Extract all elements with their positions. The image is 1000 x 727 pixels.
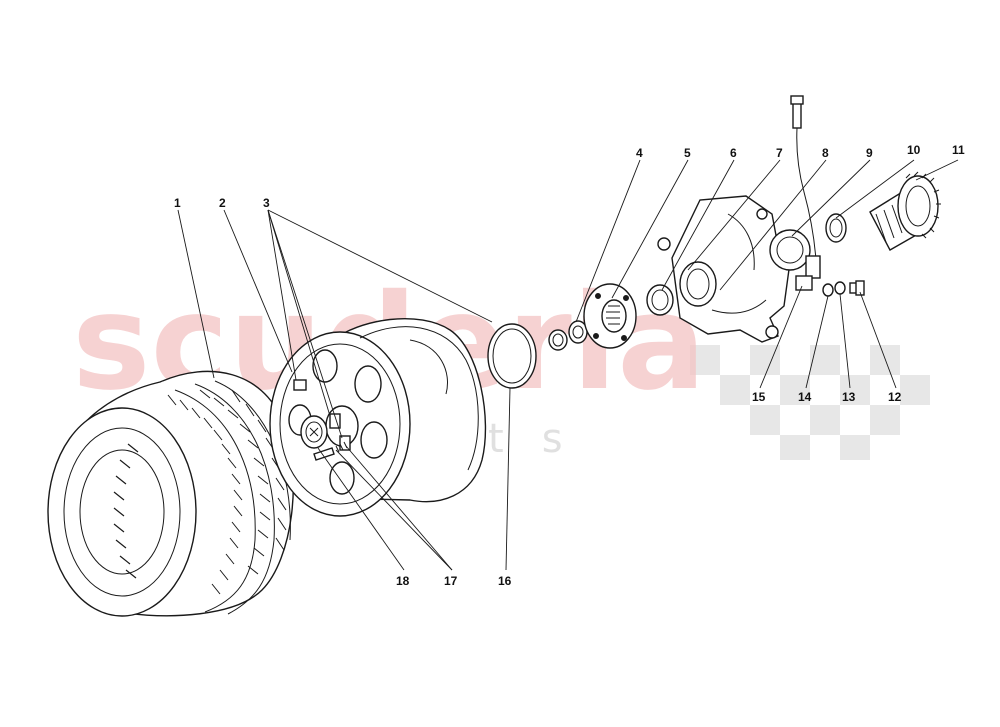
leader-lines: [177, 159, 959, 571]
callout-2: 2: [219, 196, 226, 210]
tyre-inner-sidewall-pattern: [113, 443, 139, 579]
callout-17: 17: [444, 574, 458, 588]
wheel-rim: [269, 318, 487, 517]
hub-nut: [548, 320, 588, 351]
callout-1: 1: [174, 196, 181, 210]
o-ring: [487, 323, 537, 389]
callout-18: 18: [396, 574, 410, 588]
callout-4: 4: [636, 146, 643, 160]
callout-7: 7: [776, 146, 783, 160]
callout-10: 10: [907, 143, 921, 157]
sensor-screw: [849, 280, 865, 296]
flat-washer: [834, 281, 846, 295]
hub-carrier: [657, 195, 791, 343]
callout-16: 16: [498, 574, 512, 588]
callout-6: 6: [730, 146, 737, 160]
callout-labels: 1 2 3 4 5 6 7 8 9 10 11 12 13 14 15 16 1…: [174, 143, 965, 588]
oil-seal: [825, 213, 847, 243]
centre-cap: [300, 415, 328, 449]
bearing: [646, 284, 674, 316]
callout-11: 11: [952, 143, 965, 157]
spring-washer: [822, 283, 834, 297]
callout-15: 15: [752, 390, 766, 404]
callout-3: 3: [263, 196, 270, 210]
locking-pin-and-spring: [313, 441, 348, 461]
tyre-tread-pattern: [167, 389, 287, 595]
callout-12: 12: [888, 390, 902, 404]
callout-13: 13: [842, 390, 856, 404]
wheel-hub: [583, 283, 637, 349]
callout-9: 9: [866, 146, 873, 160]
rear-bearing: [769, 229, 811, 271]
speed-sensor: [790, 95, 821, 279]
callout-5: 5: [684, 146, 691, 160]
drive-shaft: [869, 171, 941, 251]
callout-8: 8: [822, 146, 829, 160]
callout-14: 14: [798, 390, 812, 404]
watermark-checker-flag: [690, 345, 930, 460]
sensor-bracket: [795, 275, 813, 291]
